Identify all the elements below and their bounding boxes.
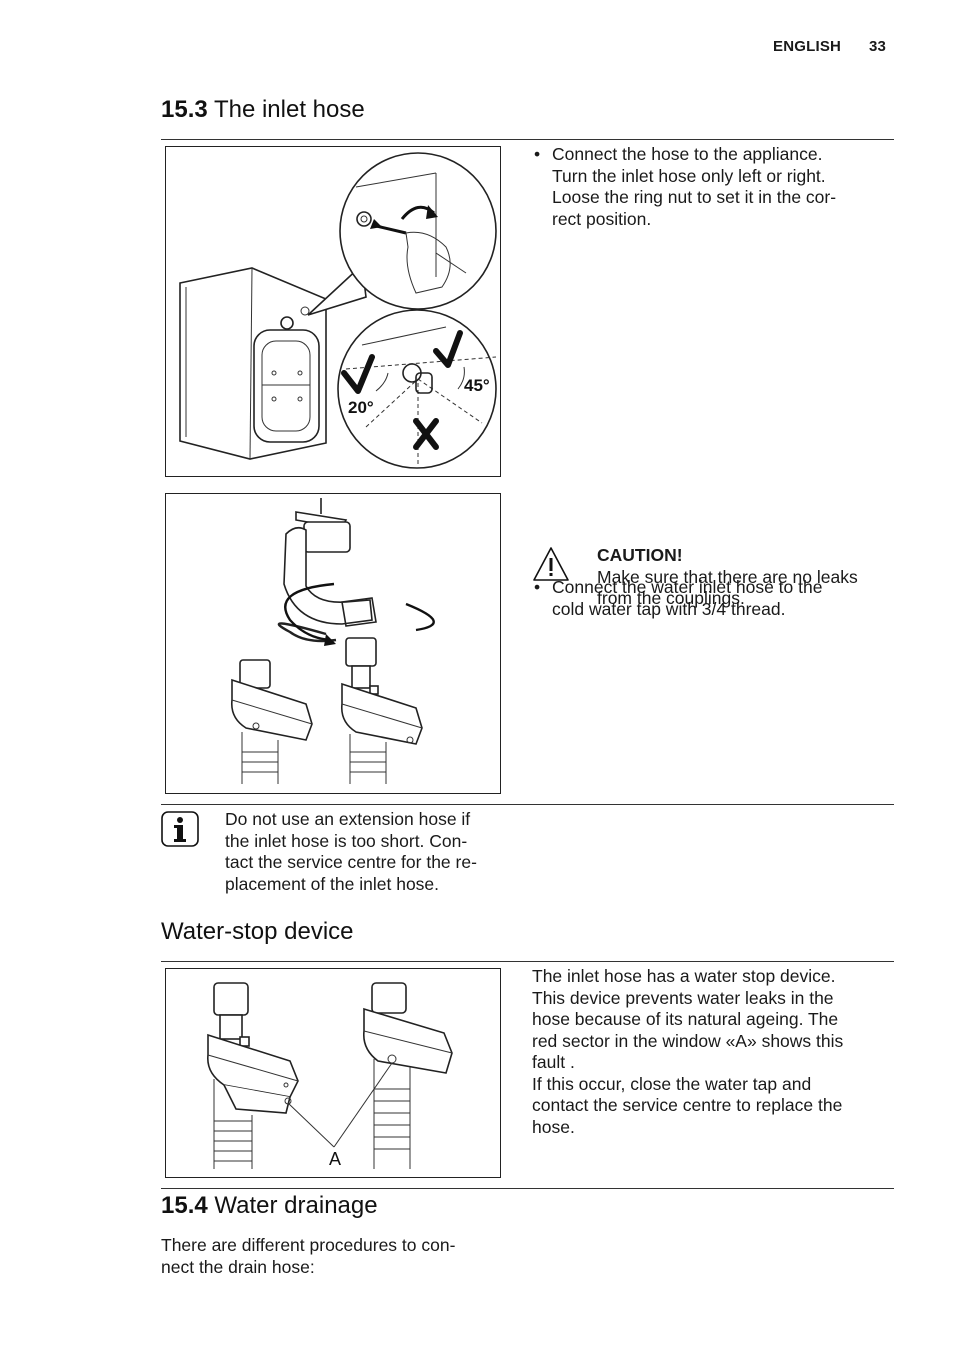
section-heading-inlet-hose: 15.3 The inlet hose [161, 96, 365, 124]
caution-title: CAUTION! [597, 545, 683, 565]
step1-text: • Connect the hose to the appliance. Tur… [532, 144, 912, 230]
warning-triangle-icon [532, 546, 570, 582]
note-line: tact the service centre for the re- [225, 852, 477, 872]
drainage-text: There are different procedures to con- n… [161, 1235, 521, 1278]
note-line: the inlet hose is too short. Con- [225, 830, 468, 851]
text-line: Turn the inlet hose only left or right. [552, 165, 826, 186]
bullet-marker: • [534, 577, 541, 597]
info-icon [161, 811, 199, 847]
section-heading-water-stop: Water-stop device [161, 918, 354, 945]
section-number: 15.3 [161, 96, 208, 123]
figure-hose-connection: 20° 45° [165, 146, 501, 477]
section-title: Water drainage [214, 1192, 378, 1219]
page-number: 33 [869, 38, 887, 55]
section-number: 15.4 [161, 1192, 208, 1219]
angle-right-label: 45° [464, 376, 490, 395]
figure-tap-connection [165, 493, 501, 794]
water-stop-text: The inlet hose has a water stop device. … [532, 966, 894, 1138]
section-rule [161, 1188, 894, 1189]
text-line: nect the drain hose: [161, 1256, 315, 1277]
step2-text: • Connect the water inlet hose to the co… [532, 577, 912, 620]
text-line: If this occur, close the water tap and [532, 1073, 812, 1094]
caution-line: from the couplings. [597, 588, 745, 608]
section-rule [161, 139, 894, 140]
section-heading-water-drainage: 15.4 Water drainage [161, 1192, 378, 1220]
angle-left-label: 20° [348, 398, 374, 417]
figure-label-a: A [329, 1149, 341, 1169]
note-line: placement of the inlet hose. [225, 873, 440, 894]
text-line: rect position. [552, 208, 652, 229]
text-line: hose because of its natural ageing. The [532, 1009, 839, 1029]
section-rule [161, 804, 894, 805]
caution-line: Make sure that there are no leaks [597, 566, 858, 587]
bullet-marker: • [534, 144, 541, 164]
section-rule [161, 961, 894, 962]
caution-block: CAUTION! Make sure that there are no lea… [597, 545, 892, 610]
text-line: red sector in the window «A» shows this [532, 1030, 844, 1051]
text-line: There are different procedures to con- [161, 1235, 456, 1255]
text-line: Connect the water inlet hose to the [552, 577, 823, 597]
text-line: cold water tap with 3/4 thread. [552, 598, 786, 619]
text-line: This device prevents water leaks in the [532, 987, 834, 1008]
header-language: ENGLISH [773, 38, 842, 55]
text-line: fault . [532, 1052, 575, 1072]
spacer [165, 485, 501, 486]
text-line: hose. [532, 1116, 575, 1137]
text-line: The inlet hose has a water stop device. [532, 966, 836, 986]
text-line: Connect the hose to the appliance. [552, 144, 823, 164]
figure-water-stop-device: A [165, 968, 501, 1178]
note-line: Do not use an extension hose if [225, 809, 471, 829]
text-line: contact the service centre to replace th… [532, 1095, 843, 1115]
section-title: The inlet hose [213, 96, 365, 123]
info-note: Do not use an extension hose if the inle… [225, 809, 515, 895]
text-line: Loose the ring nut to set it in the cor- [552, 187, 837, 207]
